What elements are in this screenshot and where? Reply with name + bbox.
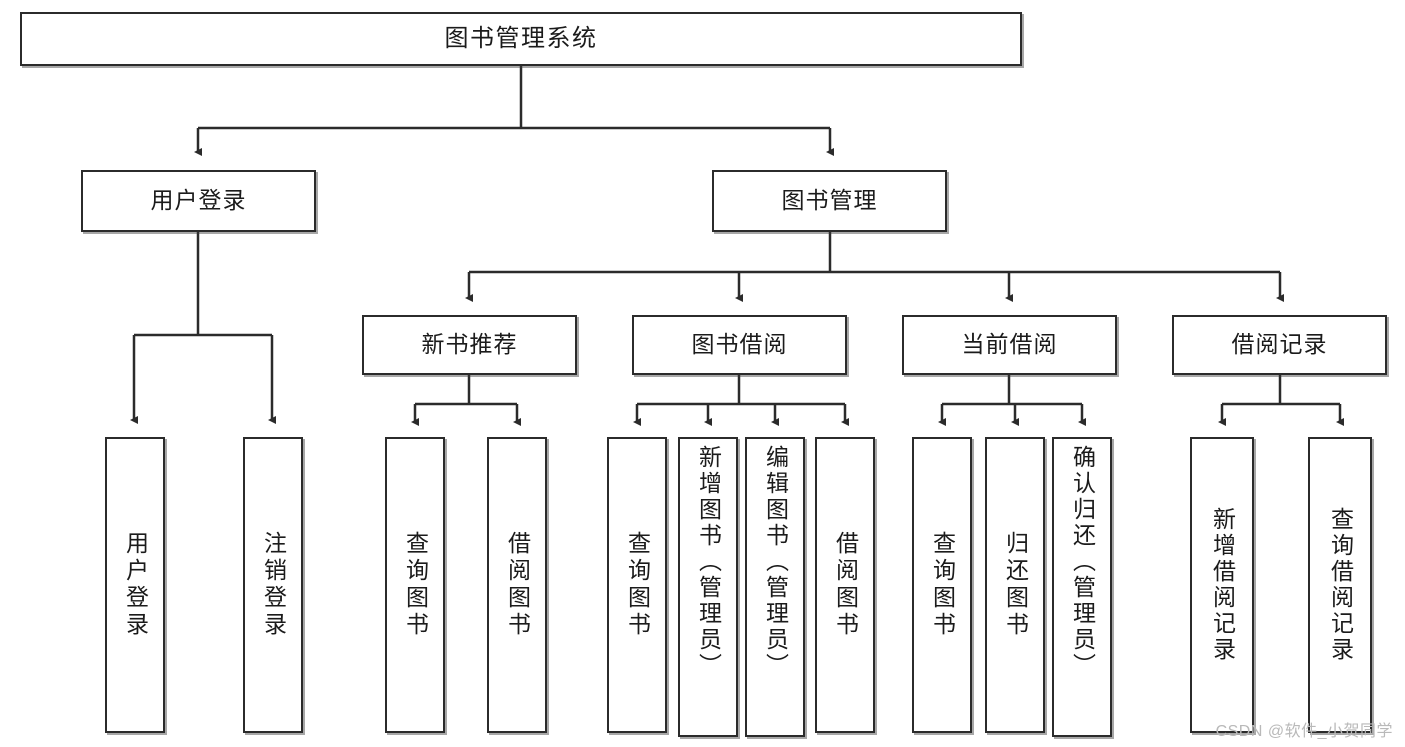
watermark: CSDN @软件_小贺同学 xyxy=(1215,723,1393,740)
node-label: 注销登录 xyxy=(260,531,287,639)
node-label: 查询借阅记录 xyxy=(1327,507,1354,663)
leaf-confirm-return-admin[interactable]: 确认归还（管理员） xyxy=(1052,437,1112,737)
leaf-add-book-admin[interactable]: 新增图书（管理员） xyxy=(678,437,738,737)
node-label: 新增图书（管理员） xyxy=(695,445,722,679)
node-label: 新书推荐 xyxy=(421,331,518,358)
node-label: 借阅图书 xyxy=(504,531,531,639)
node-root[interactable]: 图书管理系统 xyxy=(20,12,1022,66)
leaf-borrow-book[interactable]: 借阅图书 xyxy=(815,437,875,733)
leaf-query-book-recommend[interactable]: 查询图书 xyxy=(385,437,445,733)
node-label: 借阅图书 xyxy=(832,531,859,639)
node-current-borrow[interactable]: 当前借阅 xyxy=(902,315,1117,375)
node-book-management[interactable]: 图书管理 xyxy=(712,170,947,232)
leaf-user-login[interactable]: 用户登录 xyxy=(105,437,165,733)
leaf-query-book-current[interactable]: 查询图书 xyxy=(912,437,972,733)
leaf-query-book-borrow[interactable]: 查询图书 xyxy=(607,437,667,733)
node-label: 用户登录 xyxy=(150,187,247,214)
node-label: 确认归还（管理员） xyxy=(1069,445,1096,679)
node-label: 图书管理 xyxy=(781,187,878,214)
leaf-logout[interactable]: 注销登录 xyxy=(243,437,303,733)
node-user-login[interactable]: 用户登录 xyxy=(81,170,316,232)
node-label: 新增借阅记录 xyxy=(1209,507,1236,663)
node-label: 编辑图书（管理员） xyxy=(762,445,789,679)
node-borrow-records[interactable]: 借阅记录 xyxy=(1172,315,1387,375)
node-label: 图书管理系统 xyxy=(444,24,598,52)
node-label: 查询图书 xyxy=(929,531,956,639)
node-book-borrow[interactable]: 图书借阅 xyxy=(632,315,847,375)
node-label: 查询图书 xyxy=(402,531,429,639)
node-label: 归还图书 xyxy=(1002,531,1029,639)
node-new-book-recommend[interactable]: 新书推荐 xyxy=(362,315,577,375)
leaf-return-book[interactable]: 归还图书 xyxy=(985,437,1045,733)
node-label: 当前借阅 xyxy=(961,331,1058,358)
leaf-edit-book-admin[interactable]: 编辑图书（管理员） xyxy=(745,437,805,737)
node-label: 用户登录 xyxy=(122,531,149,639)
node-label: 查询图书 xyxy=(624,531,651,639)
node-label: 借阅记录 xyxy=(1231,331,1328,358)
leaf-add-borrow-record[interactable]: 新增借阅记录 xyxy=(1190,437,1254,733)
leaf-query-borrow-record[interactable]: 查询借阅记录 xyxy=(1308,437,1372,733)
leaf-borrow-book-recommend[interactable]: 借阅图书 xyxy=(487,437,547,733)
node-label: 图书借阅 xyxy=(691,331,788,358)
